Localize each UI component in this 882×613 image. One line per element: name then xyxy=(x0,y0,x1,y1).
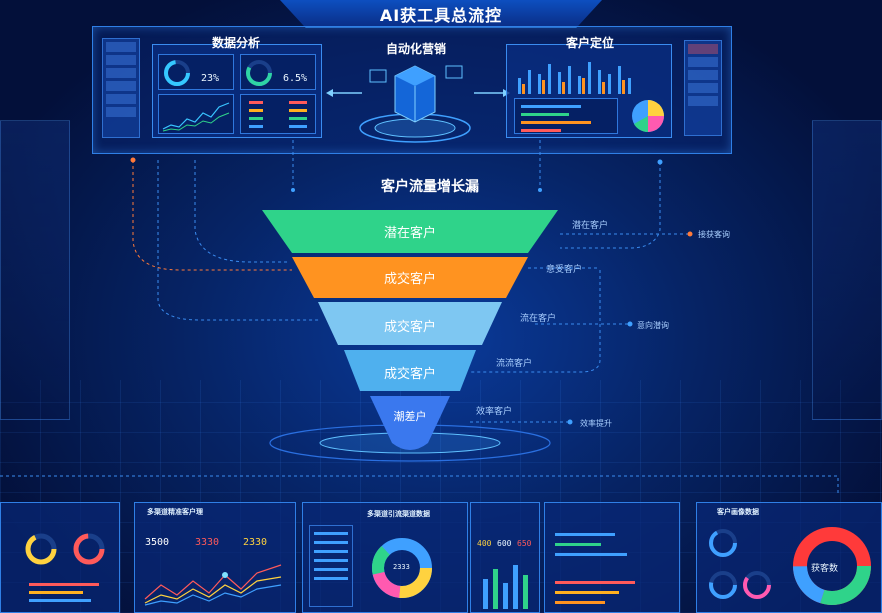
stat-value: 6.5% xyxy=(283,73,308,84)
nav-item[interactable] xyxy=(106,42,136,52)
nav-item[interactable] xyxy=(106,68,136,78)
legend-list xyxy=(309,525,353,607)
gauge-icon xyxy=(246,60,272,86)
stage-side-label: 意受客户 xyxy=(546,265,583,275)
node-label: 意向潜询 xyxy=(637,321,669,330)
stat-card: 23% xyxy=(158,54,234,90)
page-title: AI获工具总流控 xyxy=(379,6,503,25)
large-donut-chart xyxy=(793,527,871,605)
gauge-pair xyxy=(709,529,771,599)
bar-chart-small xyxy=(483,565,528,609)
nav-item[interactable] xyxy=(106,55,136,65)
stat-value: 400 xyxy=(477,539,492,548)
funnel-stage-2 xyxy=(292,257,528,298)
stat-value: 23% xyxy=(201,73,220,84)
server-hologram-icon xyxy=(359,65,471,143)
stat-value: 2330 xyxy=(243,537,268,548)
stat-card: 6.5% xyxy=(240,54,316,90)
donut-chart xyxy=(372,538,432,598)
stat-value: 3330 xyxy=(195,537,220,548)
nav-item[interactable] xyxy=(688,83,718,93)
multi-line-chart xyxy=(144,564,282,606)
funnel-stage-4 xyxy=(344,350,476,391)
panel-title: 多渠道引流渠道数据 xyxy=(367,510,430,518)
gauge-icon xyxy=(164,60,190,86)
bottom-left-edge-panel xyxy=(0,502,120,613)
funnel-stage-label: 成交客户 xyxy=(383,272,436,287)
donut-center-value: 2333 xyxy=(393,563,410,571)
funnel-stage-label: 潜在客户 xyxy=(383,226,436,241)
panel-title: 多渠道精准客户理 xyxy=(147,508,203,516)
title-bar xyxy=(280,0,602,28)
right-mini-nav xyxy=(684,40,722,136)
automation-title: 自动化营销 xyxy=(386,42,447,56)
data-analysis-title: 数据分析 xyxy=(212,36,261,50)
funnel-stage-1 xyxy=(262,210,558,253)
stat-value: 3500 xyxy=(145,537,170,548)
donut-pair xyxy=(25,533,105,565)
funnel-stage-label: 成交客户 xyxy=(383,320,436,335)
arrow-left-icon xyxy=(326,89,362,97)
funnel-stage-label: 潮差户 xyxy=(393,410,427,423)
funnel-stage-5 xyxy=(370,396,450,450)
stage-side-label: 流流客户 xyxy=(496,359,533,369)
left-mini-nav xyxy=(102,38,140,138)
funnel-title: 客户流量增长漏 xyxy=(381,179,479,195)
bar-list-card xyxy=(240,94,316,134)
customer-targeting-title: 客户定位 xyxy=(566,36,615,50)
nav-item[interactable] xyxy=(688,57,718,67)
line-chart-card xyxy=(158,94,234,134)
line-chart xyxy=(162,102,230,132)
nav-item[interactable] xyxy=(106,94,136,104)
bottom-right-panel: 客户画像数据 获客数 xyxy=(696,502,882,613)
bottom-left-panel: 多渠道精准客户理 3500 3330 2330 xyxy=(134,502,296,613)
donut-center-label: 获客数 xyxy=(811,564,839,574)
pie-chart-mini xyxy=(632,100,664,133)
nav-item[interactable] xyxy=(106,81,136,91)
stage-side-label: 潜在客户 xyxy=(572,221,609,231)
stat-value: 600 xyxy=(497,539,512,548)
nav-item[interactable] xyxy=(688,96,718,106)
left-wall xyxy=(0,120,70,420)
funnel-stage-3 xyxy=(318,302,502,345)
stage-side-label: 效率客户 xyxy=(476,407,513,417)
stat-value: 650 xyxy=(517,539,532,548)
bar-chart-mini xyxy=(518,62,631,94)
stage-side-label: 流在客户 xyxy=(520,314,557,324)
node-label: 接获客询 xyxy=(698,230,730,239)
bottom-center-panel: 多渠道引流渠道数据 2333 xyxy=(302,502,468,613)
nav-item[interactable] xyxy=(106,107,136,117)
bottom-stats-panel: 400 600 650 xyxy=(470,502,540,613)
nav-item[interactable] xyxy=(688,44,718,54)
funnel-stage-label: 成交客户 xyxy=(383,367,436,382)
panel-title: 客户画像数据 xyxy=(717,508,759,516)
node-label: 效率提升 xyxy=(580,419,612,428)
nav-item[interactable] xyxy=(688,70,718,80)
bottom-progress-panel xyxy=(544,502,680,613)
funnel-chart xyxy=(262,210,558,462)
progress-list-card xyxy=(514,98,618,134)
